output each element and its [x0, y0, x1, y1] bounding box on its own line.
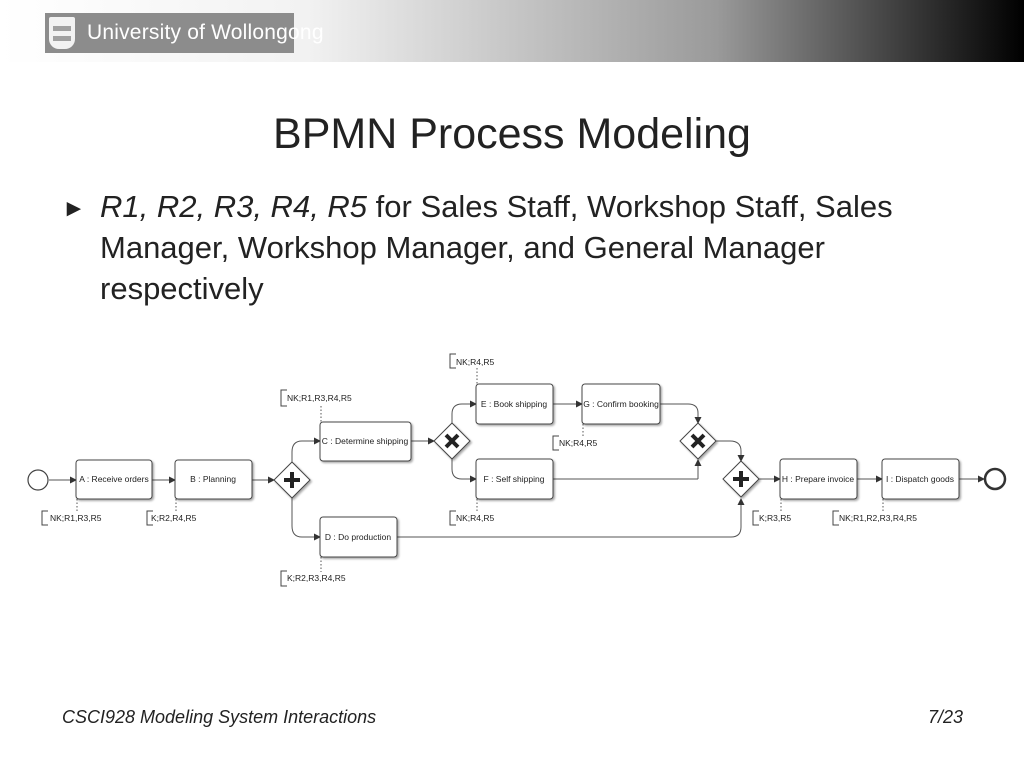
- task-h-label: H : Prepare invoice: [782, 474, 855, 484]
- task-f: F : Self shipping: [475, 458, 554, 500]
- bullet-description: for Sales Staff, Workshop Staff, Sales M…: [100, 189, 893, 306]
- task-a-label: A : Receive orders: [79, 474, 148, 484]
- annotation-e: NK;R4,R5: [456, 357, 495, 367]
- bracket-i: [832, 510, 839, 526]
- task-e: E : Book shipping: [475, 383, 554, 425]
- bullet-roles: R1, R2, R3, R4, R5: [100, 189, 368, 224]
- associations: [76, 368, 884, 572]
- annotation-g: NK;R4,R5: [559, 438, 598, 448]
- bullet-arrow-icon: ►: [62, 195, 86, 222]
- end-event: [983, 467, 1007, 491]
- parallel-gateway-split-icon: [273, 461, 311, 499]
- task-i-label: I : Dispatch goods: [886, 474, 954, 484]
- exclusive-gateway-split-icon: [433, 422, 471, 460]
- task-g: G : Confirm booking: [581, 383, 661, 425]
- start-event: [27, 469, 49, 491]
- annotation-c: NK;R1,R3,R4,R5: [287, 393, 352, 403]
- bullet-text: R1, R2, R3, R4, R5 for Sales Staff, Work…: [100, 186, 930, 309]
- flow-g-merge: [660, 403, 702, 424]
- crest-icon: [49, 17, 75, 49]
- task-c-label: C : Determine shipping: [322, 436, 409, 446]
- task-h: H : Prepare invoice: [779, 458, 858, 500]
- annotation-brackets: [41, 353, 839, 587]
- bracket-f: [449, 510, 456, 526]
- task-e-label: E : Book shipping: [481, 399, 547, 409]
- bracket-a: [41, 510, 48, 526]
- sequence-flows: [49, 400, 985, 541]
- task-f-label: F : Self shipping: [484, 474, 545, 484]
- header-banner: University of Wollongong: [0, 0, 1024, 62]
- annotation-a: NK;R1,R3,R5: [50, 513, 102, 523]
- annotation-h: K;R3,R5: [759, 513, 791, 523]
- annotation-b: K;R2,R4,R5: [151, 513, 197, 523]
- university-logo: University of Wollongong: [45, 13, 324, 53]
- footer-page-number: 7/23: [927, 707, 963, 727]
- bracket-e: [449, 353, 456, 369]
- annotation-d: K;R2,R3,R4,R5: [287, 573, 346, 583]
- exclusive-gateway-merge-icon: [679, 422, 717, 460]
- slide-title: BPMN Process Modeling: [273, 110, 751, 158]
- bpmn-diagram: A : Receive orders B : Planning C : Dete…: [27, 353, 1007, 587]
- flow-merge-join: [716, 440, 745, 462]
- task-g-label: G : Confirm booking: [583, 399, 659, 409]
- flow-xor-e: [451, 400, 477, 423]
- parallel-gateway-join-icon: [722, 460, 760, 498]
- bracket-g: [552, 435, 559, 451]
- bracket-b: [146, 510, 153, 526]
- bracket-c: [280, 389, 287, 407]
- logo-text: University of Wollongong: [87, 21, 324, 44]
- task-b: B : Planning: [174, 459, 253, 500]
- task-d: D : Do production: [319, 516, 398, 558]
- task-c: C : Determine shipping: [319, 421, 412, 462]
- flow-split-c: [291, 437, 321, 462]
- bracket-d: [280, 570, 287, 587]
- footer-course: CSCI928 Modeling System Interactions: [62, 707, 377, 727]
- task-d-label: D : Do production: [325, 532, 391, 542]
- task-b-label: B : Planning: [190, 474, 236, 484]
- annotation-i: NK;R1,R2,R3,R4,R5: [839, 513, 917, 523]
- flow-split-d: [291, 498, 321, 541]
- task-a: A : Receive orders: [75, 459, 153, 500]
- task-i: I : Dispatch goods: [881, 458, 960, 500]
- flow-d-join: [397, 498, 745, 538]
- bracket-h: [752, 510, 759, 526]
- flow-xor-f: [451, 459, 477, 483]
- annotation-f: NK;R4,R5: [456, 513, 495, 523]
